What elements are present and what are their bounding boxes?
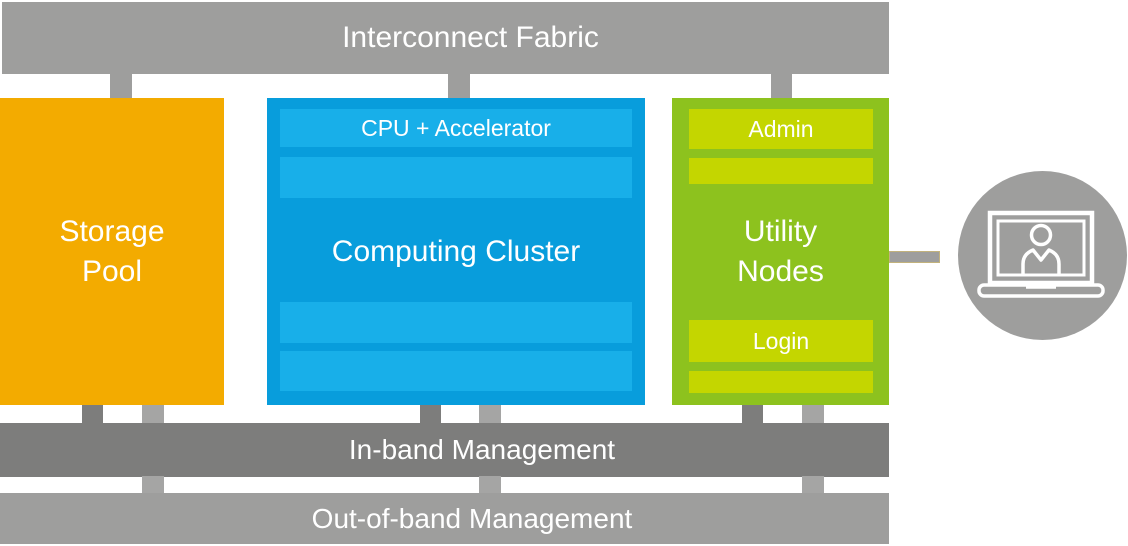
connector-compute-inband [420,405,441,424]
outofband-management-label: Out-of-band Management [311,502,633,534]
login-label: Login [752,327,810,354]
utility-nodes-label-wrap: Utility Nodes [672,98,889,405]
admin-bar: Admin [689,109,873,149]
connector-utility-inband [742,405,763,424]
connector-compute-outofband [479,405,501,424]
connector-fabric-compute [448,74,470,99]
connector-compute-outofband [479,476,501,494]
compute-node-bar [280,157,632,198]
connector-utility-user [889,251,940,263]
utility-node-bar [689,371,873,393]
connector-fabric-storage [110,74,132,99]
cpu-accelerator-label: CPU + Accelerator [361,114,551,141]
compute-node-bar [280,302,632,343]
storage-pool-box: Storage Pool [0,98,224,405]
inband-management-label: In-band Management [348,434,616,465]
compute-node-bar [280,351,632,391]
interconnect-fabric-label: Interconnect Fabric [342,21,599,54]
connector-storage-inband [82,405,103,424]
utility-nodes-label: Utility Nodes [737,214,824,288]
connector-fabric-utility [771,74,792,99]
computing-cluster-label: Computing Cluster [331,234,581,268]
interconnect-fabric-bar: Interconnect Fabric [2,2,889,74]
laptop-user-icon [977,210,1105,298]
utility-nodes-box: Admin Utility Nodes Login [672,98,889,405]
computing-cluster-box: CPU + Accelerator Computing Cluster [267,98,645,405]
login-bar: Login [689,320,873,362]
inband-management-bar: In-band Management [0,423,889,477]
outofband-management-bar: Out-of-band Management [0,493,889,544]
storage-pool-label: Storage Pool [59,214,165,288]
connector-storage-outofband [142,476,164,494]
utility-node-bar [689,158,873,184]
connector-utility-outofband [802,476,824,494]
user-circle [958,171,1127,340]
connector-utility-outofband [802,405,824,424]
cpu-accelerator-bar: CPU + Accelerator [280,109,632,147]
connector-storage-outofband [142,405,164,424]
admin-label: Admin [748,115,814,142]
computing-cluster-label-wrap: Computing Cluster [267,98,645,405]
